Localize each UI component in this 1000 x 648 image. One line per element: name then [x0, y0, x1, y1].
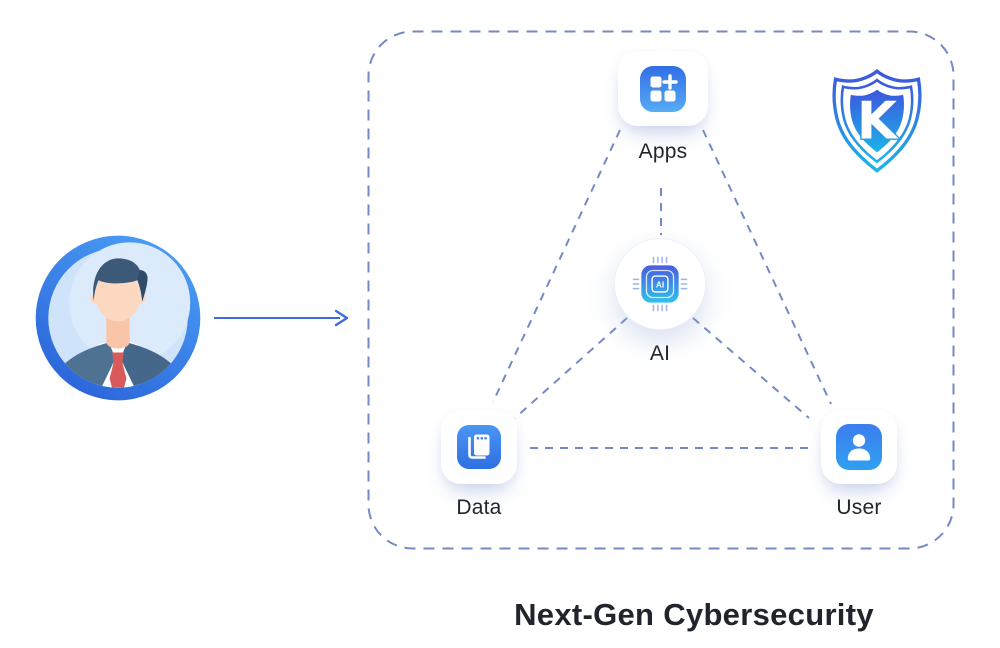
node-label-user: User [836, 496, 882, 519]
dashed-border-and-connections [367, 30, 955, 550]
data-card-icon [457, 425, 501, 469]
node-label-ai: AI [649, 342, 671, 365]
line-apps-data [492, 129, 621, 403]
shield-k-logo: K [824, 66, 930, 178]
chip-label: AI [656, 279, 664, 289]
dashed-border [367, 30, 955, 550]
node-label-apps: Apps [638, 140, 688, 163]
logo-letter: K [857, 92, 899, 152]
node-card-user [821, 410, 897, 484]
node-card-apps [618, 51, 708, 126]
user-profile-icon [836, 424, 882, 470]
line-ai-user [692, 317, 810, 419]
apps-grid-plus-icon [640, 65, 686, 112]
line-ai-data [514, 317, 628, 419]
businessman-avatar-icon [35, 235, 201, 401]
security-boundary: Apps AI [367, 30, 955, 550]
shield-icon: K [832, 69, 922, 173]
diagram-title: Next-Gen Cybersecurity [514, 597, 874, 632]
connection-lines [492, 129, 832, 449]
ai-chip-icon: AI [632, 256, 688, 312]
node-label-data: Data [456, 496, 502, 519]
node-circle-ai: AI [614, 238, 706, 330]
node-card-data [441, 410, 517, 484]
businessman-avatar [34, 234, 202, 402]
flow-arrow-icon [210, 300, 356, 336]
line-apps-user [702, 129, 832, 405]
